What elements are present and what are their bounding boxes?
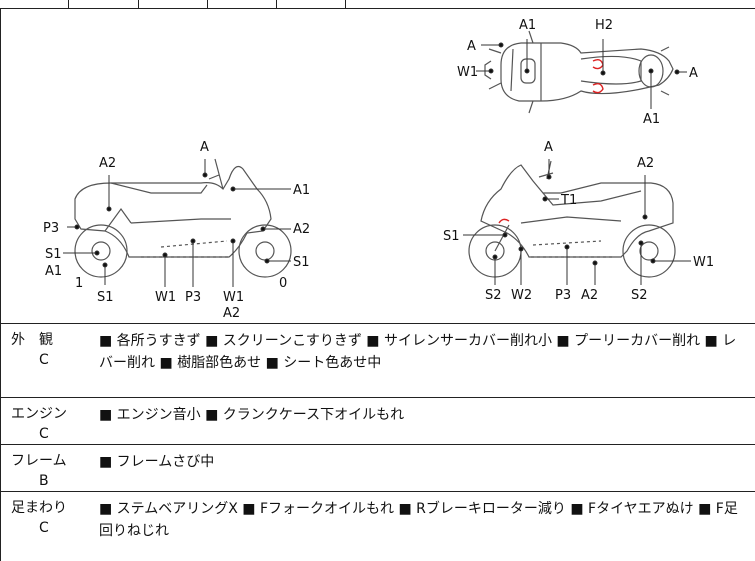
motorcycle-diagram: A1 H2 A W1 A A1: [43, 18, 714, 321]
category-grade: C: [39, 520, 49, 536]
top-view-scooter: [484, 30, 674, 114]
damage-diagram: A1 H2 A W1 A A1: [0, 9, 755, 324]
left-side-scooter: [74, 158, 292, 278]
inspection-category: フレーム B: [11, 451, 91, 491]
table-divider: [68, 0, 69, 8]
top-view-damage-marks: [592, 58, 604, 94]
right-side-damage-mark: [498, 218, 510, 224]
top-view-label: A1: [519, 18, 536, 33]
left-side-label: A2: [223, 306, 240, 321]
right-side-label: S1: [443, 229, 460, 244]
inspection-row-exterior: 外 観 C ■ 各所うすきず ■ スクリーンこすりきず ■ サイレンサーカバー削…: [0, 324, 755, 398]
category-name: 足まわり: [11, 500, 67, 516]
right-side-label: S2: [631, 288, 648, 303]
category-grade: C: [39, 426, 49, 442]
left-side-label: P3: [43, 221, 59, 236]
left-side-label: 1: [75, 276, 83, 291]
left-side-label: 0: [279, 276, 287, 291]
table-divider: [345, 0, 346, 8]
table-divider: [207, 0, 208, 8]
inspection-row-engine: エンジン C ■ エンジン音小 ■ クランクケース下オイルもれ: [0, 398, 755, 445]
category-grade: B: [39, 473, 49, 489]
inspection-notes: ■ ステムベアリングX ■ Fフォークオイルもれ ■ Rブレーキローター減り ■…: [99, 501, 738, 539]
top-view-label: A: [467, 39, 476, 54]
right-side-label: T1: [560, 193, 577, 208]
top-view-label: H2: [595, 18, 613, 33]
left-side-label: S1: [293, 255, 310, 270]
inspection-notes: ■ 各所うすきず ■ スクリーンこすりきず ■ サイレンサーカバー削れ小 ■ プ…: [99, 333, 737, 371]
left-side-label: A1: [293, 183, 310, 198]
left-side-label: A1: [45, 264, 62, 279]
top-view-label: A1: [643, 112, 660, 127]
right-side-label: W1: [693, 255, 714, 270]
inspection-category: エンジン C: [11, 404, 91, 444]
inspection-notes: ■ エンジン音小 ■ クランクケース下オイルもれ: [99, 407, 405, 423]
left-side-label: S1: [97, 290, 114, 305]
left-side-label: S1: [45, 247, 62, 262]
right-side-label: A2: [581, 288, 598, 303]
category-name: エンジン: [11, 406, 67, 422]
inspection-row-frame: フレーム B ■ フレームさび中: [0, 445, 755, 492]
right-side-label: A: [544, 140, 553, 155]
right-side-label: S2: [485, 288, 502, 303]
left-side-label: P3: [185, 290, 201, 305]
category-name: 外 観: [11, 332, 53, 348]
left-side-label: W1: [223, 290, 244, 305]
top-view-callouts: [476, 39, 687, 109]
left-side-label: A2: [293, 222, 310, 237]
left-side-callouts: [63, 159, 291, 287]
category-name: フレーム: [11, 453, 67, 469]
right-side-label: W2: [511, 288, 532, 303]
right-side-label: A2: [637, 156, 654, 171]
previous-table-edge: [0, 0, 755, 9]
top-view-label: A: [689, 66, 698, 81]
table-divider: [138, 0, 139, 8]
right-side-callouts: [463, 159, 691, 285]
category-grade: C: [39, 352, 49, 368]
inspection-row-suspension: 足まわり C ■ ステムベアリングX ■ Fフォークオイルもれ ■ Rブレーキロ…: [0, 492, 755, 561]
inspection-category: 足まわり C: [11, 498, 91, 538]
top-view-label: W1: [457, 65, 478, 80]
inspection-notes: ■ フレームさび中: [99, 454, 215, 470]
left-side-label: W1: [155, 290, 176, 305]
left-side-label: A: [200, 140, 209, 155]
inspection-category: 外 観 C: [11, 330, 91, 370]
table-divider: [276, 0, 277, 8]
right-side-label: P3: [555, 288, 571, 303]
left-side-label: A2: [99, 156, 116, 171]
